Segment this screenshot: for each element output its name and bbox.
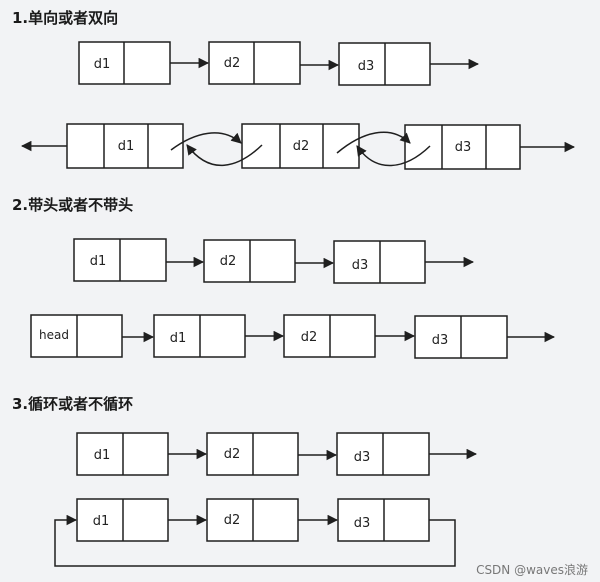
node-label: d3 [432,333,449,348]
headed-list: head d1 d2 d3 [30,314,556,359]
node-d3: d3 [337,498,430,542]
node-d3: d3 [404,124,521,170]
node-label: d2 [224,447,241,462]
node-d2: d2 [283,314,376,358]
node-label: d3 [352,258,369,273]
node-label: d1 [170,331,187,346]
node-d2: d2 [203,239,296,283]
circular-list: d1 d2 d3 [54,498,456,567]
node-d1: d1 [76,498,169,542]
section-2-title: 2.带头或者不带头 [12,196,134,214]
node-head: head [30,314,123,358]
section-3-title: 3.循环或者不循环 [12,395,134,413]
node-d2: d2 [206,498,299,542]
node-label: d1 [118,139,135,154]
head-label: head [39,328,69,342]
node-label: d2 [301,330,318,345]
node-label: d1 [94,57,111,72]
non-circular-list: d1 d2 d3 [76,432,478,476]
prev-link-d3-d2 [356,145,431,167]
node-d1: d1 [76,432,169,476]
node-d2: d2 [241,123,360,169]
node-label: d3 [354,450,371,465]
section-1-title: 1.单向或者双向 [12,9,119,27]
node-d1: d1 [78,41,171,85]
node-d3: d3 [333,240,426,284]
node-label: d2 [220,254,237,269]
node-d2: d2 [206,432,299,476]
prev-link-d2-d1 [186,144,263,167]
singly-linked-list: d1 d2 d3 [78,41,480,86]
next-link-d2-d3 [336,131,411,154]
node-d1: d1 [73,238,167,282]
node-label: d3 [358,59,375,74]
node-label: d1 [90,254,107,269]
node-label: d3 [455,140,472,155]
node-d2: d2 [208,41,301,85]
node-d3: d3 [338,42,431,86]
next-link-d1-d2 [170,132,242,151]
node-label: d1 [93,514,110,529]
node-d3: d3 [336,432,430,476]
node-d1: d1 [66,123,184,169]
headless-list: d1 d2 d3 [73,238,475,284]
node-label: d2 [224,56,241,71]
node-d3: d3 [414,315,508,359]
node-label: d1 [94,448,111,463]
node-d1: d1 [153,314,246,358]
node-label: d2 [224,513,241,528]
node-label: d2 [293,139,310,154]
watermark: CSDN @waves浪游 [476,563,588,577]
doubly-linked-list: d1 d2 d3 [20,123,576,170]
node-label: d3 [354,516,371,531]
loop-back-arrow [54,514,456,567]
